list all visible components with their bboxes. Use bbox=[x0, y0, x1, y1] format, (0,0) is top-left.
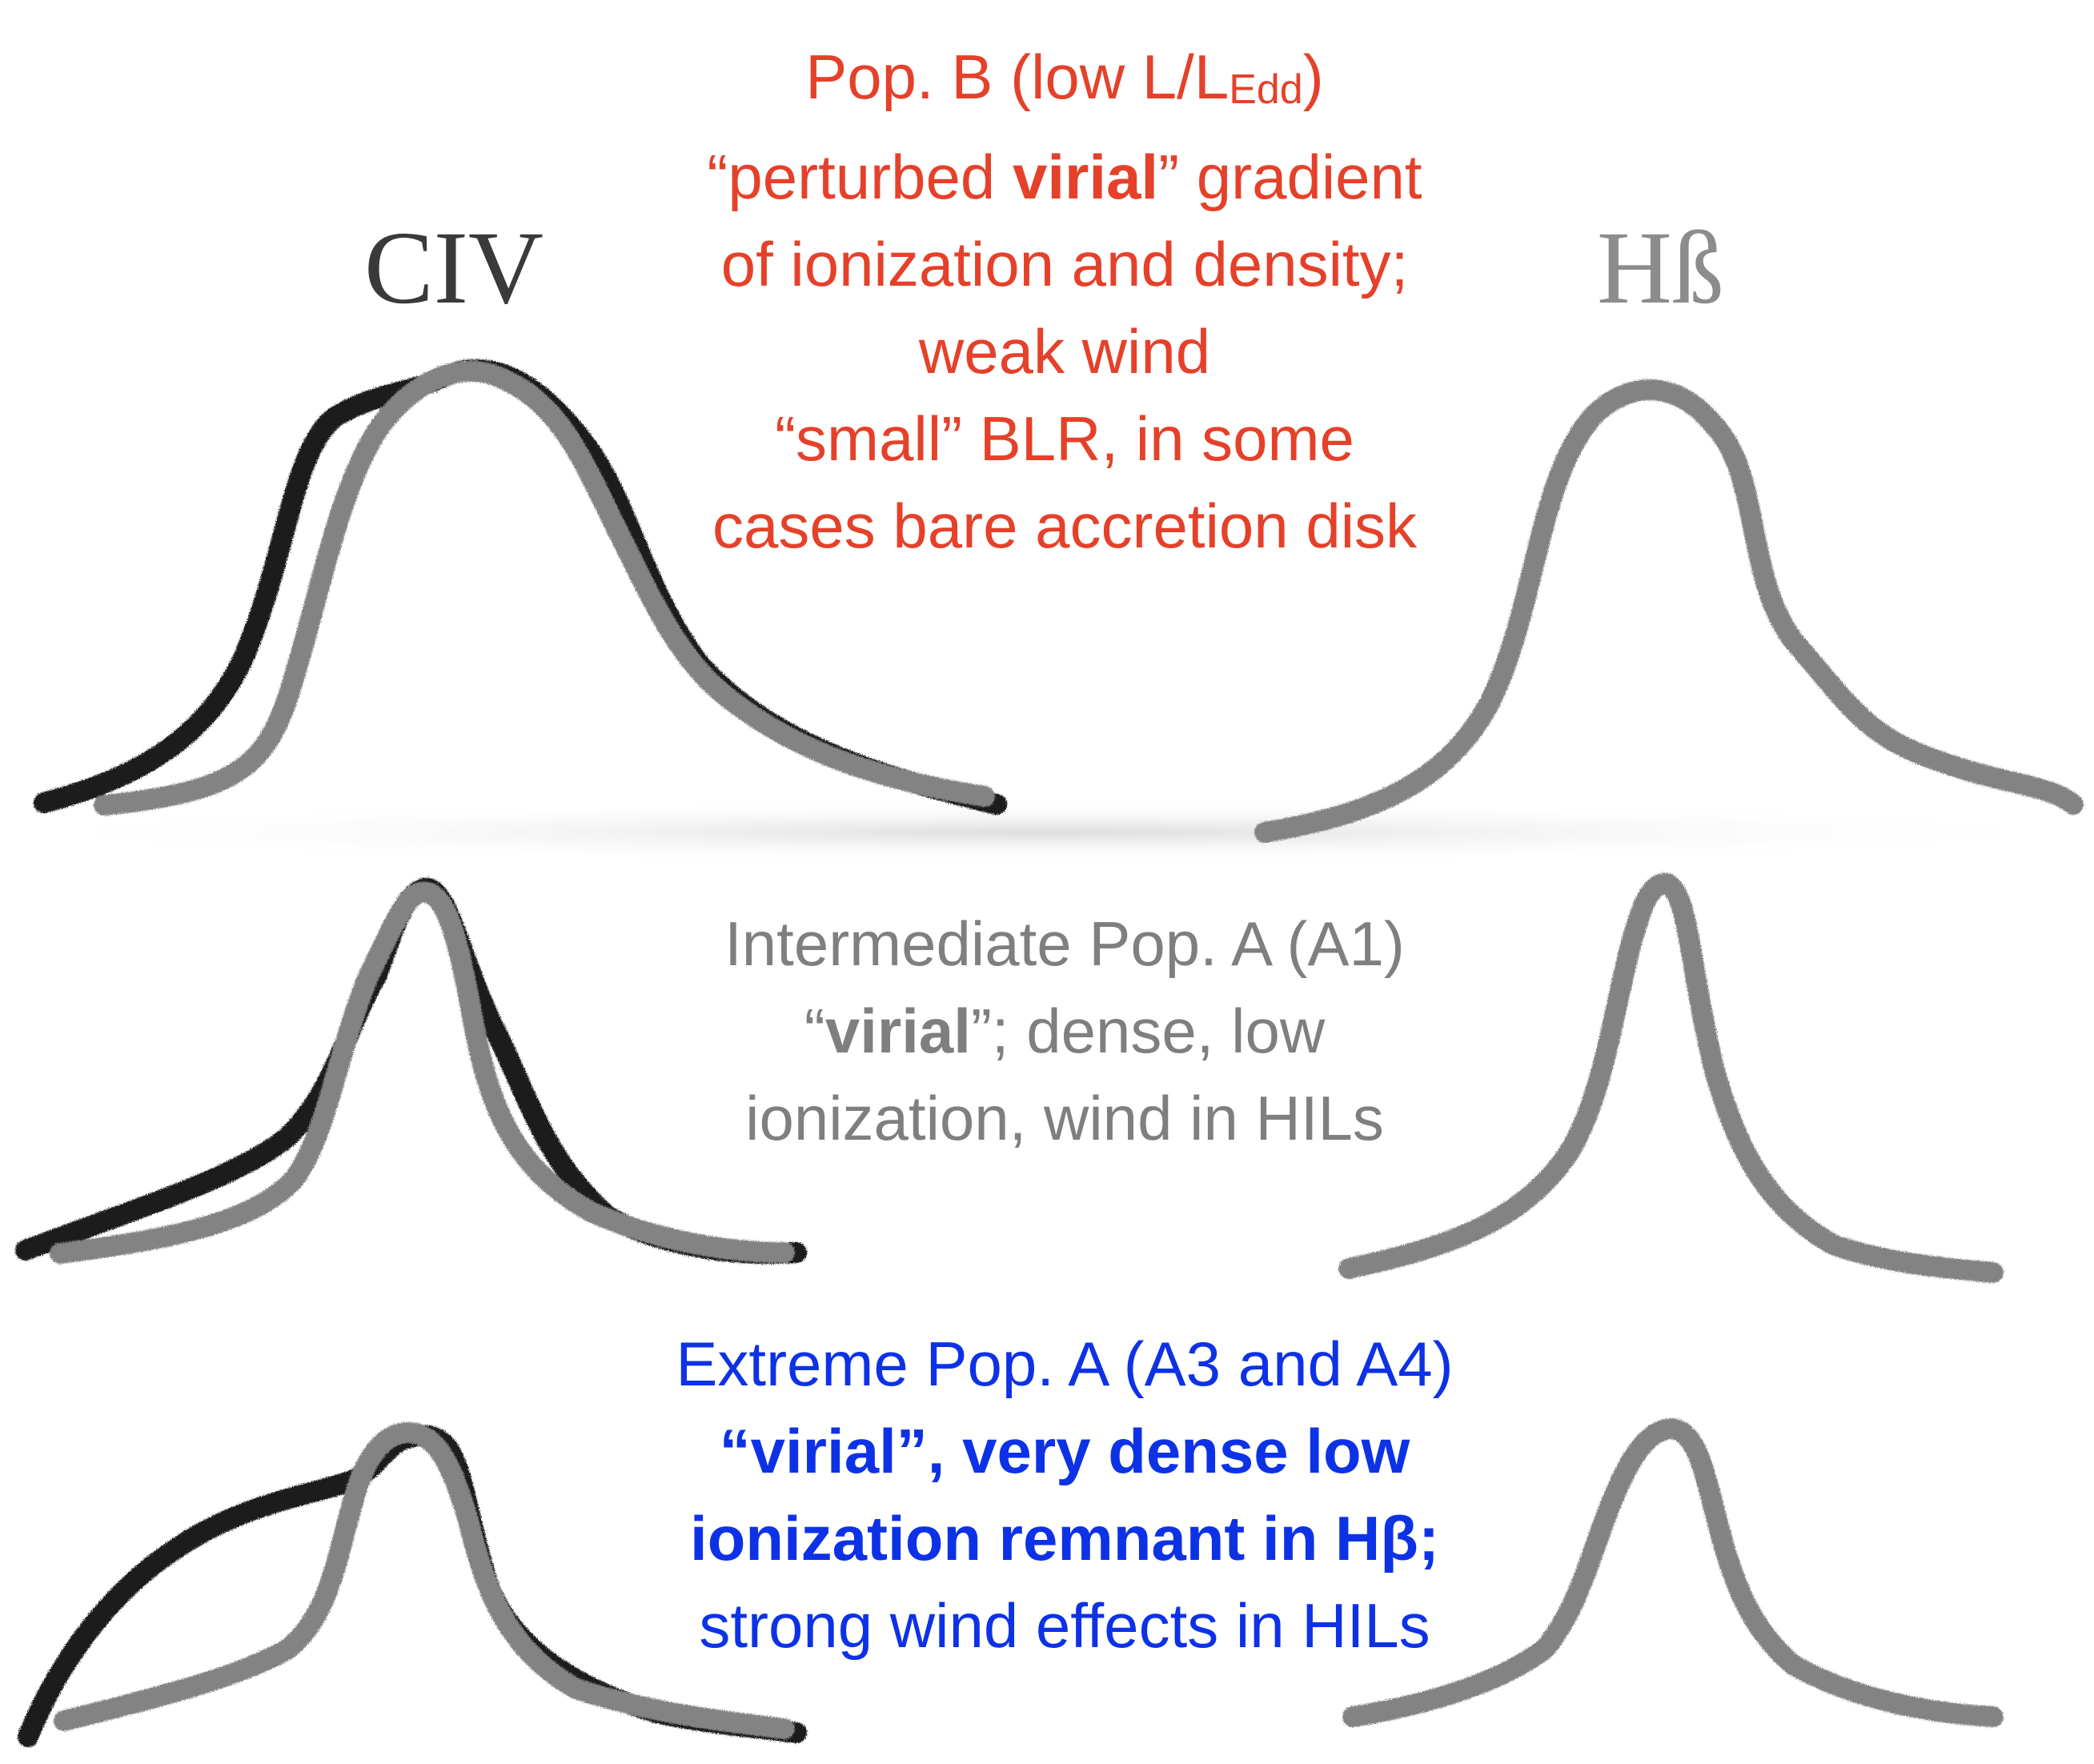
pop-a1-line-2-post: ”; dense, low bbox=[970, 996, 1326, 1066]
extreme-line-3-bold: ionization remnant in Hβ; bbox=[690, 1503, 1439, 1574]
pop-b-line-3: of ionization and density; bbox=[720, 229, 1409, 299]
pop-b-line-4: weak wind bbox=[918, 316, 1211, 387]
pop-b-line-2-bold: virial bbox=[1012, 142, 1159, 212]
hbeta-profile-pop-a1 bbox=[1338, 872, 2004, 1283]
pop-b-line-1: Pop. B (low L/LEdd) bbox=[624, 34, 1505, 134]
hbeta-overlay-pop-a1 bbox=[50, 881, 795, 1264]
extreme-line-3: ionization remnant in Hβ; bbox=[584, 1495, 1545, 1582]
edd-subscript: Edd bbox=[1229, 66, 1303, 113]
pop-a1-line-2-bold: virial bbox=[824, 996, 971, 1066]
pop-b-line-2-pre: “perturbed bbox=[707, 142, 1013, 212]
pop-b-line-5: “small” BLR, in some bbox=[775, 403, 1354, 474]
extreme-line-1: Extreme Pop. A (A3 and A4) bbox=[676, 1329, 1454, 1399]
pop-b-line-1-close: ) bbox=[1302, 42, 1324, 112]
hbeta-overlay-extreme bbox=[54, 1422, 795, 1739]
extreme-line-2-bold: “virial”, very dense low bbox=[719, 1416, 1410, 1486]
hbeta-profile-pop-b bbox=[1254, 379, 2084, 843]
pop-b-line-6: cases bare accretion disk bbox=[712, 491, 1418, 561]
pop-b-line-2-post: ” gradient bbox=[1158, 142, 1422, 212]
pop-a1-line-1: Intermediate Pop. A (A1) bbox=[724, 908, 1405, 979]
pop-b-description: Pop. B (low L/LEdd) “perturbed virial” g… bbox=[624, 34, 1505, 570]
pop-a1-description: Intermediate Pop. A (A1) “virial”; dense… bbox=[624, 900, 1505, 1162]
hbeta-column-label: Hß bbox=[1597, 210, 1724, 326]
hbeta-overlay-pop-b bbox=[94, 360, 995, 816]
extreme-line-4: strong wind effects in HILs bbox=[699, 1590, 1430, 1661]
hbeta-profile-extreme bbox=[1342, 1418, 2004, 1727]
extreme-line-2: “virial”, very dense low bbox=[584, 1408, 1545, 1495]
pop-a1-line-2-pre: “ bbox=[804, 996, 825, 1066]
pop-b-line-2: “perturbed virial” gradient bbox=[624, 134, 1505, 221]
extreme-pop-a-description: Extreme Pop. A (A3 and A4) “virial”, ver… bbox=[584, 1321, 1545, 1670]
floor-shadow-top bbox=[0, 800, 2094, 864]
pop-b-line-1-text: Pop. B (low L/L bbox=[805, 42, 1230, 112]
pop-a1-line-3: ionization, wind in HILs bbox=[745, 1083, 1384, 1153]
pop-a1-line-2: “virial”; dense, low bbox=[624, 988, 1505, 1075]
civ-column-label: CIV bbox=[364, 210, 544, 326]
